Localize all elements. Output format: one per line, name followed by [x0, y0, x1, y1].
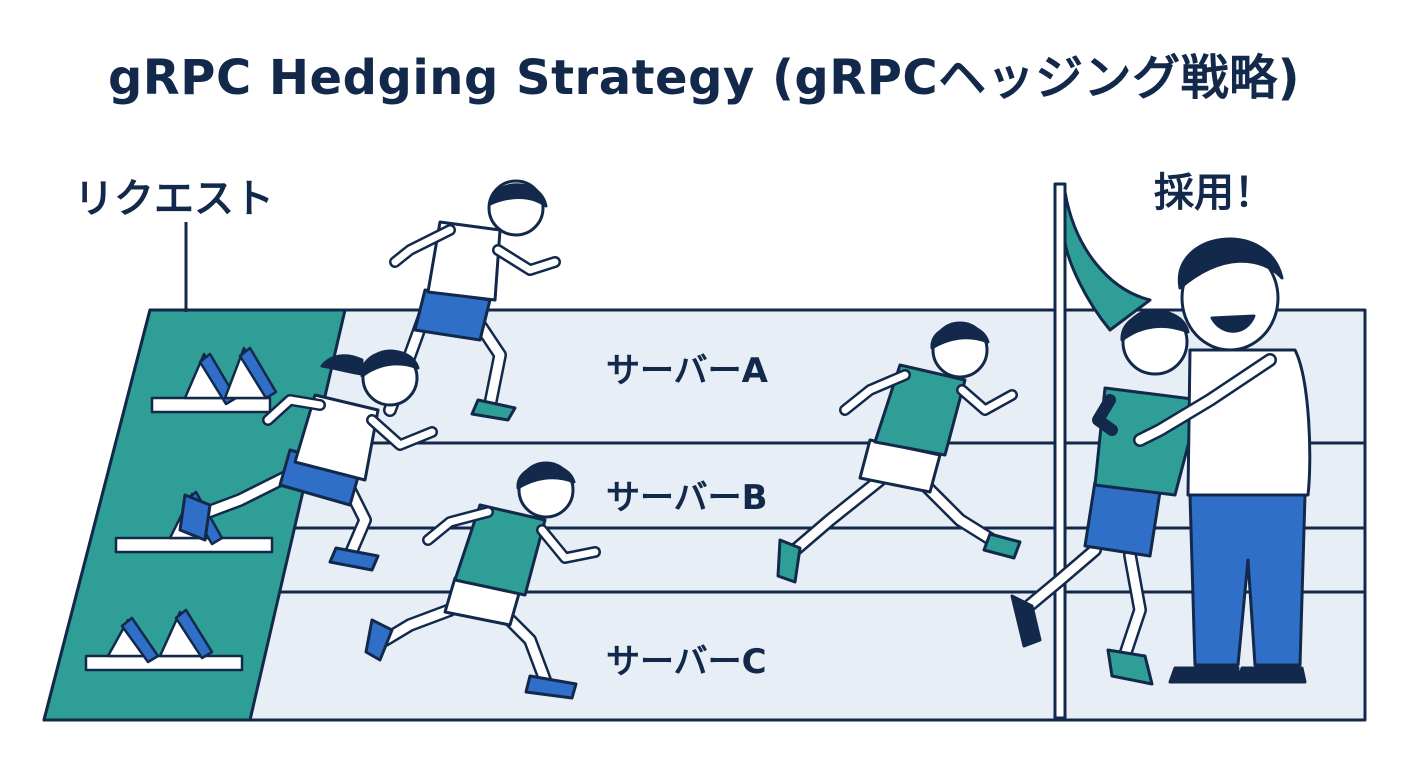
runner-bottom-lane — [364, 461, 601, 700]
lane-label-server-c: サーバーC — [606, 642, 767, 682]
adopted-label: 採用！ — [1154, 170, 1274, 216]
finish-pole — [1053, 182, 1067, 720]
finish-flag-icon — [1053, 182, 1152, 720]
lane-label-server-b: サーバーB — [606, 478, 768, 518]
runner-leading — [776, 321, 1022, 584]
starting-block-icon — [150, 346, 278, 414]
page-title: gRPC Hedging Strategy (gRPCヘッジング戦略) — [107, 50, 1301, 106]
lane-label-server-a: サーバーA — [606, 351, 768, 391]
winner-runner — [1010, 308, 1202, 686]
runner-middle-lane-left — [178, 349, 438, 572]
request-label: リクエスト — [74, 176, 274, 222]
coach-figure — [1133, 237, 1312, 684]
starting-block-icon — [84, 608, 244, 672]
